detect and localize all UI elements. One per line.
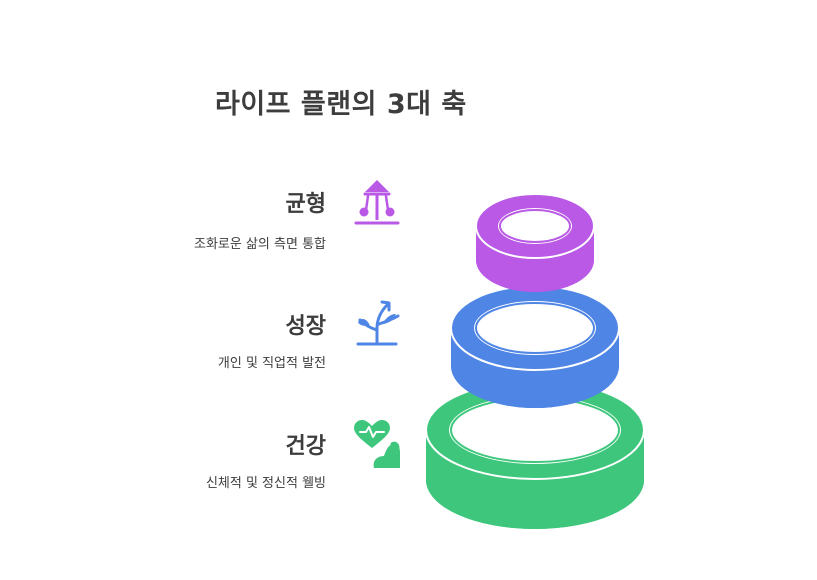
sprout-growth-icon: [352, 298, 402, 348]
balance-title: 균형: [285, 192, 326, 217]
balance-description: 조화로운 삶의 측면 통합: [194, 237, 326, 252]
growth-description: 개인 및 직업적 발전: [217, 356, 326, 371]
diagram-title: 라이프 플랜의 3대 축: [215, 89, 467, 120]
health-title: 건강: [285, 434, 326, 459]
health-ring: [425, 380, 645, 529]
balance-scale-icon: [352, 178, 402, 228]
growth-ring: [450, 285, 620, 408]
health-description: 신체적 및 정신적 웰빙: [205, 476, 326, 491]
heart-muscle-icon: [352, 420, 402, 470]
growth-title: 성장: [285, 314, 326, 339]
balance-ring: [475, 193, 595, 292]
